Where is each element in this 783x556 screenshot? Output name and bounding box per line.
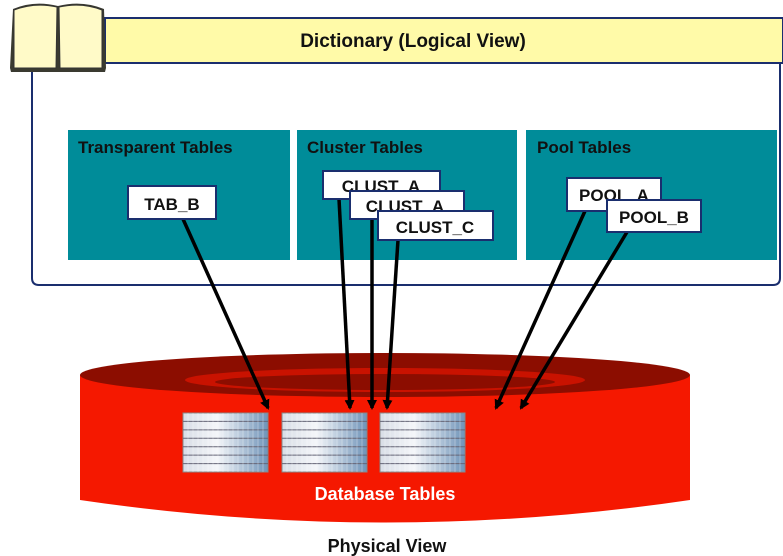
physical-view-label: Physical View — [328, 536, 448, 556]
category-title: Transparent Tables — [78, 138, 233, 157]
physical-table-2 — [281, 412, 368, 473]
header-title: Dictionary (Logical View) — [300, 31, 526, 52]
table-box-tab-b[interactable]: TAB_B — [127, 185, 217, 220]
open-book-icon — [10, 3, 106, 73]
table-name: TAB_B — [144, 195, 199, 214]
arrow-pool-a — [494, 210, 587, 410]
database-label: Database Tables — [315, 484, 456, 504]
arrow-tab-b — [181, 218, 270, 410]
category-title: Cluster Tables — [307, 138, 423, 157]
category-transparent-tables: Transparent Tables — [68, 130, 290, 260]
physical-table-3 — [379, 412, 466, 473]
header-bar — [104, 17, 783, 64]
table-name: POOL_B — [619, 208, 689, 227]
table-box-clust-c[interactable]: CLUST_C — [377, 210, 494, 241]
mapping-arrows — [181, 198, 629, 410]
physical-table-1 — [182, 412, 269, 473]
arrow-clust-c — [382, 239, 400, 410]
arrow-pool-b — [519, 231, 629, 410]
table-name: CLUST_C — [396, 218, 474, 237]
table-box-pool-b[interactable]: POOL_B — [606, 199, 702, 233]
arrow-clust-a-1 — [337, 198, 355, 410]
category-title: Pool Tables — [537, 138, 631, 157]
